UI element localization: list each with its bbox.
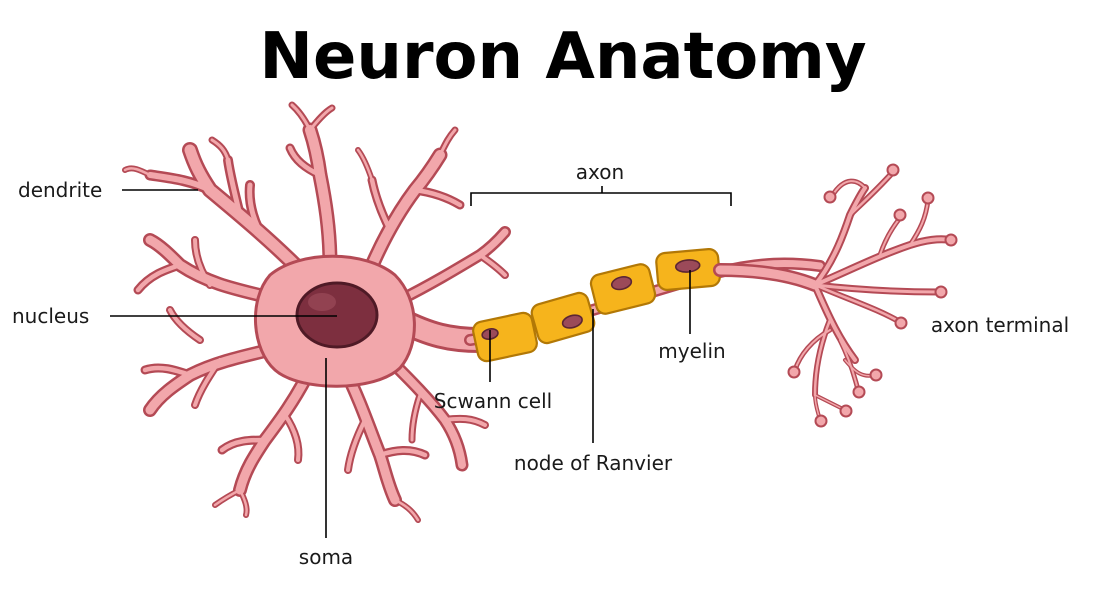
nucleus-shape [295,281,379,349]
label-schwann-cell: Scwann cell [434,389,552,413]
axon-terminal-branches [713,163,958,428]
label-myelin: myelin [658,339,725,363]
page-title: Neuron Anatomy [259,20,866,94]
label-soma: soma [299,545,353,569]
label-nucleus: nucleus [12,304,89,328]
label-node-of-ranvier: node of Ranvier [514,451,673,475]
myelin-sheath [472,248,721,363]
label-axon-terminal: axon terminal [931,313,1069,337]
neuron-illustration [122,101,958,523]
dendrites [122,101,511,523]
label-axon: axon [576,160,624,184]
leader-lines [110,186,732,538]
label-dendrite: dendrite [18,178,102,202]
